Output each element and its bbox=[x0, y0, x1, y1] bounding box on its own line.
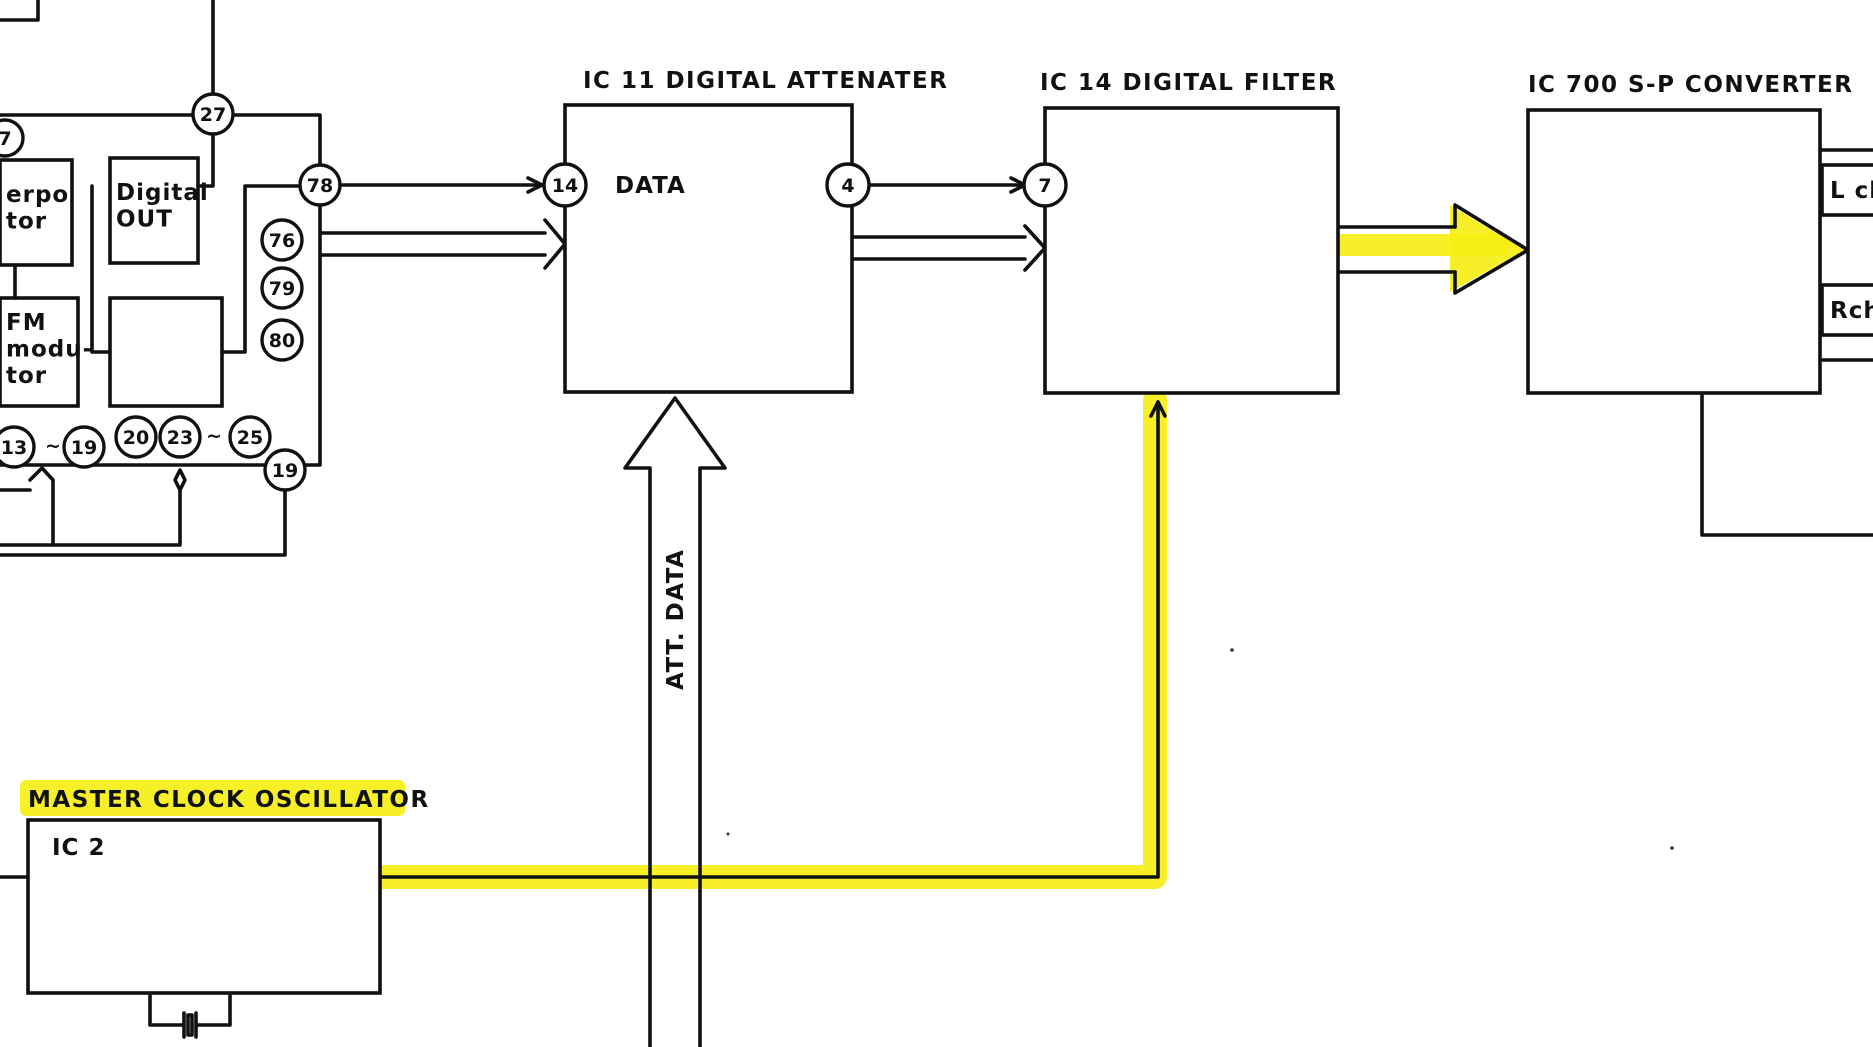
pin-27: 27 bbox=[191, 92, 235, 136]
pin-78: 78 bbox=[298, 163, 342, 207]
interpolator-box bbox=[0, 158, 74, 267]
ic11-title: IC 11 DIGITAL ATTENATER bbox=[583, 68, 948, 94]
svg-text:4: 4 bbox=[841, 175, 854, 197]
tilde-2: ~ bbox=[206, 425, 222, 447]
ic700-sp-converter: IC 700 S-P CONVERTER L ch Rch bbox=[1526, 72, 1873, 395]
svg-text:7: 7 bbox=[1038, 175, 1051, 197]
svg-text:25: 25 bbox=[237, 427, 263, 449]
pin-7-left: 7 bbox=[0, 118, 25, 158]
oscillator-box bbox=[26, 818, 382, 995]
ic11-box bbox=[563, 103, 854, 394]
ic700-box bbox=[1526, 108, 1822, 395]
digital-out-box bbox=[108, 156, 200, 265]
att-data-label: ATT. DATA bbox=[663, 549, 689, 690]
ic700-lch-label: L ch bbox=[1830, 178, 1873, 204]
svg-text:13: 13 bbox=[1, 437, 27, 459]
pin-79: 79 bbox=[260, 266, 304, 310]
oscillator-ic-label: IC 2 bbox=[52, 835, 105, 861]
ic14-box bbox=[1043, 106, 1340, 395]
svg-text:76: 76 bbox=[269, 230, 295, 252]
oscillator-title: MASTER CLOCK OSCILLATOR bbox=[28, 787, 430, 813]
ic14-pin-7: 7 bbox=[1022, 162, 1068, 208]
svg-text:78: 78 bbox=[307, 175, 333, 197]
pin-19-b: 19 bbox=[263, 448, 307, 492]
ic700-rch-label: Rch bbox=[1830, 298, 1873, 324]
svg-text:19: 19 bbox=[71, 437, 97, 459]
ic700-title: IC 700 S-P CONVERTER bbox=[1528, 72, 1853, 98]
fm-demodulator-box bbox=[0, 296, 80, 408]
ic11-pin-4: 4 bbox=[825, 162, 871, 208]
highlight-oscillator-title bbox=[20, 780, 405, 816]
master-clock-oscillator: MASTER CLOCK OSCILLATOR IC 2 bbox=[26, 787, 430, 995]
highlight-clock-line bbox=[368, 388, 1167, 889]
ic700-rch-box bbox=[1820, 283, 1873, 337]
tilde-1: ~ bbox=[45, 435, 61, 457]
svg-text:14: 14 bbox=[552, 175, 578, 197]
pin-19-a: 19 bbox=[62, 425, 106, 469]
pin-20: 20 bbox=[114, 415, 158, 459]
pin-25: 25 bbox=[228, 415, 272, 459]
pin-13: 13 bbox=[0, 425, 36, 469]
pin-80: 80 bbox=[260, 318, 304, 362]
ic14-digital-filter: IC 14 DIGITAL FILTER 7 bbox=[1022, 70, 1340, 395]
ic700-lch-box bbox=[1820, 163, 1873, 217]
ic11-pin-14: 14 bbox=[542, 162, 588, 208]
signal-lines bbox=[0, 148, 1873, 1047]
svg-text:27: 27 bbox=[200, 104, 226, 126]
svg-text:19: 19 bbox=[272, 460, 298, 482]
left-block-pins: 27 78 76 79 80 7 13 ~ 19 bbox=[0, 92, 342, 492]
svg-text:79: 79 bbox=[269, 278, 295, 300]
ic11-digital-attenuator: IC 11 DIGITAL ATTENATER DATA 14 4 bbox=[542, 68, 948, 394]
svg-text:23: 23 bbox=[167, 427, 193, 449]
pin-23: 23 bbox=[158, 415, 202, 459]
svg-text:7: 7 bbox=[0, 128, 12, 150]
ic14-title: IC 14 DIGITAL FILTER bbox=[1040, 70, 1337, 96]
pin-76: 76 bbox=[260, 218, 304, 262]
svg-text:80: 80 bbox=[269, 330, 295, 352]
unlabeled-box bbox=[108, 296, 224, 408]
svg-text:20: 20 bbox=[123, 427, 149, 449]
ic11-data-label: DATA bbox=[615, 173, 686, 199]
highlight-data-arrowhead bbox=[1450, 205, 1525, 292]
